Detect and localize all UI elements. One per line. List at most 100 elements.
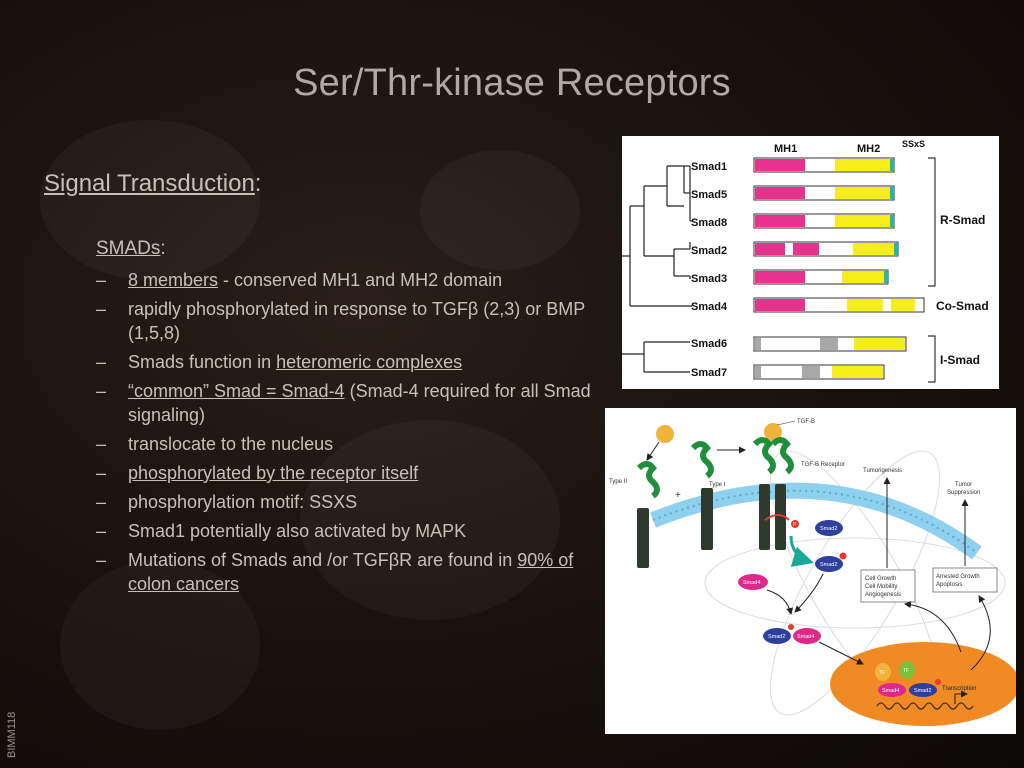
ssxs-motif (890, 159, 894, 171)
smad3-label: Smad3 (691, 273, 727, 285)
bullet-dash: – (96, 463, 107, 483)
smad7-label: Smad7 (691, 367, 727, 379)
dna-strand (876, 702, 974, 710)
tumor-suppression-label: Tumor (955, 482, 972, 488)
smad4-protein (738, 574, 768, 590)
mh1-domain (755, 243, 785, 255)
mh2-domain (853, 243, 894, 255)
phosphate-marker (935, 679, 941, 685)
bullet-dash: – (96, 521, 107, 541)
smad2-protein-phospho (815, 556, 843, 572)
tgfb-ligand (764, 423, 782, 441)
phosphate-marker (839, 552, 847, 560)
plus-sign: + (675, 490, 681, 501)
tgfb-pointer (776, 420, 796, 426)
colon-cancer-link[interactable]: 90% of colon cancers (128, 550, 574, 594)
type-ii-receptor (636, 461, 660, 568)
mh1-insert-domain (793, 243, 819, 255)
mh1-domain (755, 299, 805, 311)
smad2-protein (815, 520, 843, 536)
mh2-domain (835, 215, 890, 227)
transcription-label: Transcription (942, 686, 976, 692)
ssxs-motif (894, 243, 898, 255)
smad2-label: Smad2 (914, 688, 931, 694)
outcome-line: Apoptosis (936, 582, 962, 588)
heading-link[interactable]: Signal Transduction (44, 170, 255, 197)
heteromeric-link[interactable]: heteromeric complexes (276, 352, 463, 372)
mh1-domain (755, 215, 805, 227)
r-smad-label: R-Smad (940, 213, 985, 227)
bullet-text: Mutations of Smads and /or TGFβR are fou… (128, 550, 518, 570)
bullet-dash: – (96, 550, 107, 570)
tf-label: TF (903, 668, 909, 674)
mh2-domain (832, 366, 883, 378)
outcome-line: Arrested Growth (936, 574, 980, 580)
tf-factor (875, 663, 891, 681)
common-smad-link[interactable]: “common” Smad = Smad-4 (128, 381, 345, 401)
growth-outcome-box (860, 569, 916, 603)
smad8-label: Smad8 (691, 217, 727, 229)
slide-title: Ser/Thr-kinase Receptors (293, 62, 731, 104)
smad4-label: Smad4 (882, 688, 899, 694)
smad4-label: Smad4 (743, 580, 760, 586)
heading-colon: : (254, 170, 262, 197)
smad2-label: Smad2 (820, 526, 837, 532)
gray-region (755, 338, 761, 350)
mh1-header: MH1 (774, 143, 797, 155)
outcome-line: Cell Mobility (865, 584, 897, 590)
feedback-arrow (904, 601, 962, 653)
bullet-item: – Smad1 potentially also activated by MAP… (96, 519, 606, 543)
bullet-item: –phosphorylation motif: SSXS (96, 490, 606, 514)
tgfb-ligand (656, 425, 674, 443)
bullet-item: –8 members - conserved MH1 and MH2 domai… (96, 268, 606, 292)
phosphorylated-link[interactable]: phosphorylated by the receptor itself (128, 463, 419, 483)
section-heading: Signal Transduction: (44, 170, 261, 198)
bullet-item: – phosphorylated by the receptor itself (96, 461, 606, 485)
mh2-domain (835, 159, 890, 171)
bullet-text: Smad1 potentially also activated by MAPK (128, 521, 467, 541)
smad2-label: Smad2 (691, 245, 727, 257)
bullet-text: Smads function in (128, 352, 277, 372)
smads-colon: : (160, 238, 166, 259)
bullet-dash: – (96, 352, 107, 372)
smad2-label: Smad2 (768, 634, 785, 640)
smad1-label: Smad1 (691, 161, 727, 173)
complex-arrow (794, 573, 824, 613)
type-i-receptor (690, 441, 714, 550)
smad4-label: Smad4 (797, 634, 814, 640)
apoptosis-outcome-box (932, 567, 998, 593)
bullet-dash: – (96, 299, 107, 319)
activation-arrow (789, 535, 814, 567)
mh2-domain (847, 299, 883, 311)
nuclear-import-arrow (818, 641, 864, 665)
phosphate-marker (788, 624, 794, 630)
smad2-label: Smad2 (820, 562, 837, 568)
bullet-text: - conserved MH1 and MH2 domain (218, 270, 503, 290)
tgfb-pathway-figure: TGF-B Type II Type I + TGF-B Receptor P … (605, 408, 1020, 734)
mh1-domain (755, 159, 805, 171)
outcome-line: Angiogenesis (865, 592, 901, 598)
members-link[interactable]: 8 members (128, 270, 219, 290)
smads-link[interactable]: SMADs (96, 238, 161, 259)
tgfb-receptor-complex (752, 437, 794, 550)
smad4-label: Smad4 (691, 301, 728, 313)
smad6-label: Smad6 (691, 338, 727, 350)
bullet-item: –translocate to the nucleus (96, 432, 606, 456)
mh1-domain (755, 271, 805, 283)
mh2-domain (854, 338, 905, 350)
feedback-arrow (970, 595, 991, 671)
co-smad-label: Co-Smad (936, 299, 989, 313)
ssxs-header: SSxS (902, 139, 925, 149)
smad2-in-complex (763, 628, 791, 644)
tgfb-label: TGF-B (797, 419, 815, 425)
smad5-label: Smad5 (691, 189, 727, 201)
bullet-text: translocate to the nucleus (128, 434, 334, 454)
smad2-nuclear (909, 683, 937, 697)
gray-region (802, 366, 820, 378)
bullet-dash: – (96, 492, 107, 512)
smad4-nuclear (878, 683, 906, 697)
mh1-domain (755, 187, 805, 199)
bullet-item: – Mutations of Smads and /or TGFβR are fo… (96, 548, 606, 596)
mh2-domain (835, 187, 890, 199)
phospho-arc (764, 514, 790, 521)
